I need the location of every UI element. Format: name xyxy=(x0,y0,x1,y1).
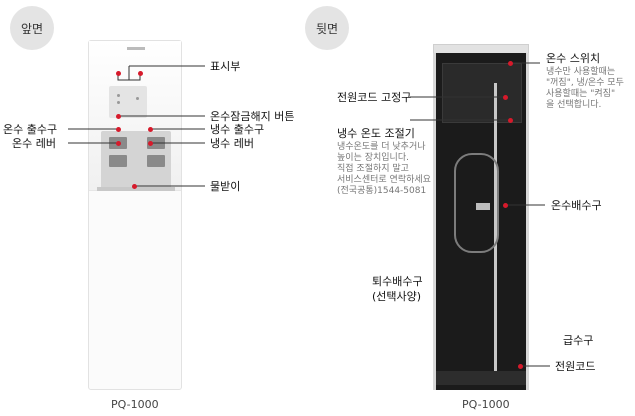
hot-outlet-label: 온수 출수구 xyxy=(3,123,58,136)
cord-fixer-label: 전원코드 고정구 xyxy=(337,91,412,104)
cord-fixer-pointer xyxy=(503,95,508,100)
hot-lever-pointer xyxy=(116,141,121,146)
drip-tray-pointer xyxy=(132,184,137,189)
hot-drain-pointer xyxy=(503,203,508,208)
brand-logo xyxy=(127,47,145,50)
back-view-badge: 뒷면 xyxy=(305,6,349,50)
condenser-coil xyxy=(454,153,499,253)
display-pointer xyxy=(116,71,121,76)
control-board xyxy=(442,63,522,123)
drain-label: 퇴수배수구 xyxy=(372,275,423,288)
cold-temp-description: 냉수온도를 더 낮추거나 높이는 장치입니다. 직접 조절하지 말고 서비스센터… xyxy=(337,142,431,196)
cold-lever-pointer xyxy=(148,141,153,146)
water-inlet-label: 급수구 xyxy=(563,334,594,347)
cold-temp-label: 냉수 온도 조절기 xyxy=(337,127,415,140)
cold-outlet-label: 냉수 출수구 xyxy=(210,123,265,136)
base-plate xyxy=(436,371,526,385)
display-label: 표시부 xyxy=(210,60,241,73)
hot-switch-pointer xyxy=(508,61,513,66)
back-dispenser-image xyxy=(433,53,529,390)
hot-lock-pointer xyxy=(116,114,121,119)
drip-tray-label: 물받이 xyxy=(210,180,241,193)
front-model-label: PQ-1000 xyxy=(111,398,159,411)
power-cord-pointer xyxy=(518,364,523,369)
front-dispenser-image xyxy=(88,40,182,390)
hot-switch-label: 온수 스위치 xyxy=(546,52,601,65)
back-model-label: PQ-1000 xyxy=(462,398,510,411)
hot-lock-button-label: 온수잠금해지 버튼 xyxy=(210,110,295,123)
power-cord-pipe xyxy=(494,83,497,373)
display-panel xyxy=(109,86,147,118)
cold-lever-label: 냉수 레버 xyxy=(210,137,254,150)
cold-lever-shape xyxy=(147,155,165,167)
cold-temp-pointer xyxy=(508,118,513,123)
cold-outlet-pointer xyxy=(148,127,153,132)
hot-drain-label: 온수배수구 xyxy=(551,199,602,212)
display-pointer xyxy=(138,71,143,76)
hot-outlet-pointer xyxy=(116,127,121,132)
drain-option-label: (선택사양) xyxy=(372,290,422,303)
hot-switch-description: 냉수만 사용할때는 "꺼짐", 냉/온수 모두 사용할때는 "켜짐" 을 선택합… xyxy=(546,67,624,110)
hot-lever-label: 온수 레버 xyxy=(12,137,56,150)
power-cord-label: 전원코드 xyxy=(555,360,596,373)
hot-lever-shape xyxy=(109,155,127,167)
drip-tray-shape xyxy=(97,187,175,191)
rating-label xyxy=(476,203,490,210)
front-view-badge: 앞면 xyxy=(10,6,54,50)
